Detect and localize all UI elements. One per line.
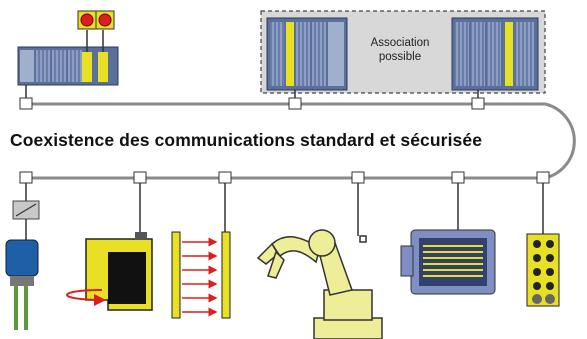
diagram-title: Coexistence des communications standard …: [10, 130, 483, 150]
safety-laser-scanner: [66, 232, 153, 311]
industrial-robot: [256, 229, 383, 339]
remote-io-module: [400, 229, 496, 295]
estop-button-1: [77, 10, 97, 30]
top-connectors: [19, 97, 485, 110]
association-label: Association possible: [352, 36, 448, 64]
safety-plc-2: [451, 17, 539, 100]
coupler-sensor: [5, 200, 40, 330]
fieldbus-loop: [22, 102, 576, 180]
light-curtain: [171, 231, 231, 319]
association-label-line2: possible: [378, 51, 422, 63]
safety-plc-with-estop: [17, 10, 119, 100]
estop-button-2: [95, 10, 115, 30]
drop-lines: [25, 183, 544, 236]
standard-plc: [266, 17, 348, 100]
association-label-line1: Association: [370, 37, 430, 49]
safety-io-terminal: [526, 233, 560, 307]
